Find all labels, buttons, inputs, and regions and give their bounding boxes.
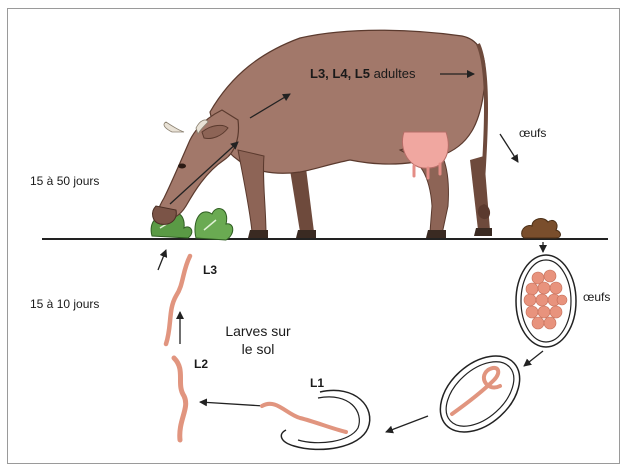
larvae-label-line1: Larves sur — [222, 322, 294, 340]
egg-with-cells — [516, 255, 576, 347]
adults-word: adultes — [370, 66, 416, 81]
adults-stages: L3, L4, L5 — [310, 66, 370, 81]
eggs-label-top: œufs — [519, 126, 546, 140]
larvae-on-ground-label: Larves sur le sol — [222, 322, 294, 358]
adults-label: L3, L4, L5 adultes — [310, 66, 416, 81]
cow-illustration — [153, 30, 492, 238]
stage-label-l2: L2 — [194, 357, 208, 371]
larva-l3 — [166, 256, 190, 344]
larva-l2 — [174, 358, 186, 440]
eggs-label-side: œufs — [583, 290, 610, 304]
stage-label-l1: L1 — [310, 376, 324, 390]
dung-icon — [522, 219, 561, 238]
duration-label-bottom: 15 à 10 jours — [30, 297, 99, 311]
larvae-label-line2: le sol — [222, 340, 294, 358]
duration-label-top: 15 à 50 jours — [30, 174, 99, 188]
egg-with-larva — [426, 341, 535, 447]
hatching-egg-l1 — [262, 390, 370, 449]
stage-label-l3: L3 — [203, 263, 217, 277]
